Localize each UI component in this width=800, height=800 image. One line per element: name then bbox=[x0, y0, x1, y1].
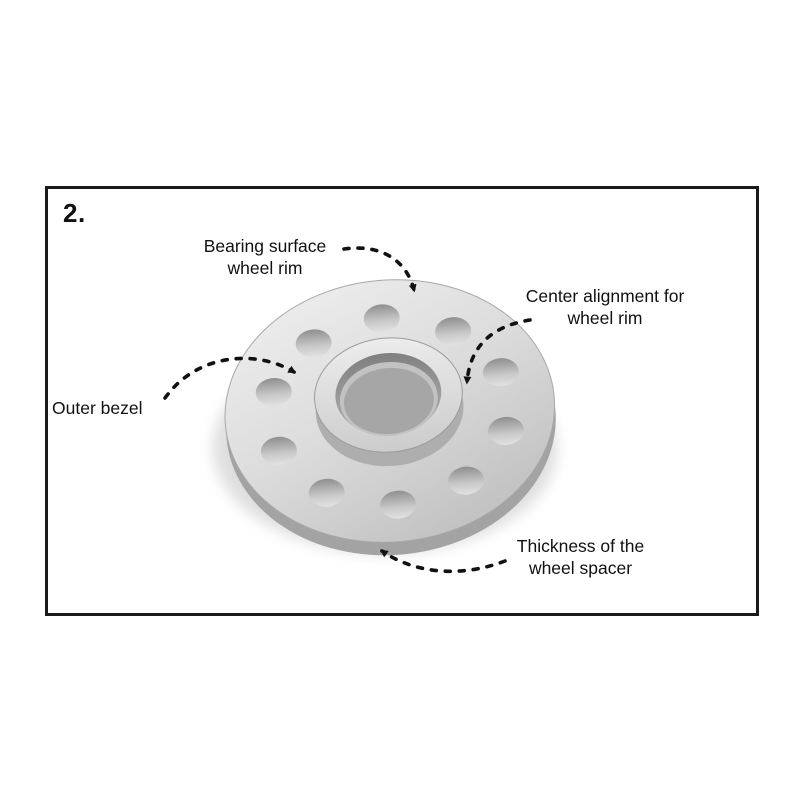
label-outer-bezel: Outer bezel bbox=[52, 397, 167, 419]
label-thickness-line1: Thickness of the bbox=[516, 536, 645, 556]
label-bearing-surface: Bearing surface wheel rim bbox=[175, 235, 355, 279]
label-center-alignment: Center alignment for wheel rim bbox=[505, 285, 705, 329]
label-bearing-surface-line1: Bearing surface bbox=[203, 236, 327, 256]
center-alignment-arrow bbox=[463, 318, 532, 385]
callout-arrows bbox=[163, 246, 532, 574]
bolt-holes bbox=[255, 304, 524, 519]
thickness-arrow bbox=[379, 549, 507, 574]
label-bearing-surface-line2: wheel rim bbox=[227, 258, 303, 278]
center-hub bbox=[314, 337, 464, 467]
label-thickness: Thickness of the wheel spacer bbox=[493, 535, 668, 579]
label-thickness-line2: wheel spacer bbox=[528, 558, 633, 578]
label-outer-bezel-line1: Outer bezel bbox=[52, 398, 143, 418]
step-number: 2. bbox=[63, 198, 86, 228]
label-center-alignment-line1: Center alignment for bbox=[525, 286, 685, 306]
label-center-alignment-line2: wheel rim bbox=[567, 308, 643, 328]
outer-bezel-arrow bbox=[163, 356, 297, 400]
bearing-surface-arrow bbox=[342, 246, 417, 293]
